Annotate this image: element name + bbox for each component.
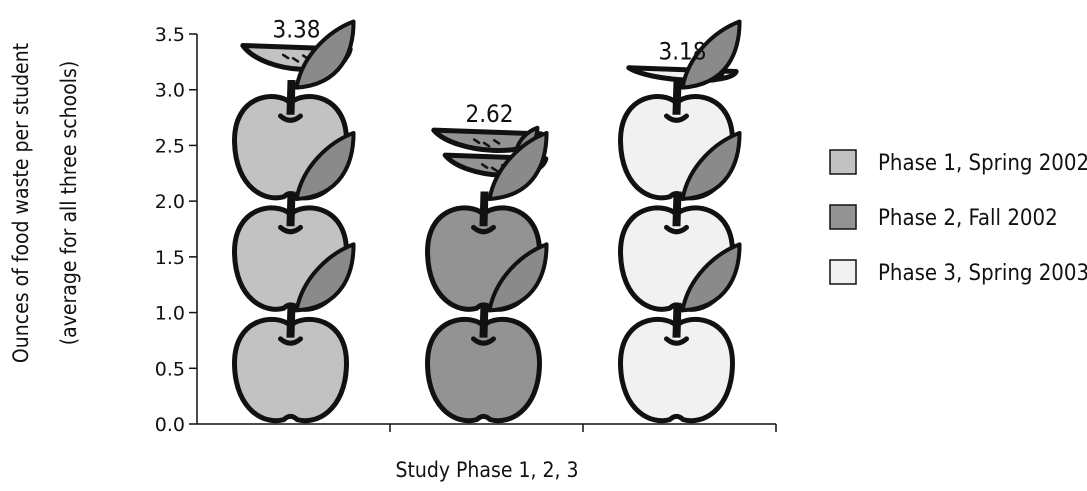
legend-label: Phase 2, Fall 2002 [878,206,1058,231]
value-label: 3.38 [272,15,320,43]
y-tick-label: 3.5 [155,24,185,46]
apple-icon [232,242,356,424]
y-tick-label: 0.0 [155,414,185,436]
y-tick-label: 0.5 [155,358,185,380]
legend-swatch [829,204,857,230]
y-axis-title-line1: Ounces of food waste per student [9,43,33,363]
y-ticks: 0.0 0.5 1.0 1.5 2.0 2.5 3.0 3.5 [155,24,197,436]
apple-icon [425,242,549,424]
y-axis-title-line2: (average for all three schools) [57,61,81,345]
y-tick-label: 2.5 [155,135,185,157]
legend-swatch [829,259,857,285]
y-tick-label: 1.5 [155,247,185,269]
y-tick-label: 3.0 [155,80,185,102]
apple-bars-layer [232,19,742,424]
value-labels: 3.38 2.62 3.18 [272,15,706,128]
legend-item: Phase 3, Spring 2003 [829,259,1087,286]
apple-icon [232,130,356,312]
apple-bar [232,19,356,424]
legend-label: Phase 3, Spring 2003 [878,261,1087,286]
axes-layer [196,34,777,432]
legend-swatch [829,149,857,175]
value-label: 2.62 [465,100,513,128]
value-label: 3.18 [658,38,706,66]
y-tick-label: 2.0 [155,191,185,213]
legend-item: Phase 1, Spring 2002 [829,149,1087,176]
apple-bar [618,19,742,424]
y-tick-label: 1.0 [155,303,185,325]
legend-item: Phase 2, Fall 2002 [829,204,1058,231]
legend-label: Phase 1, Spring 2002 [878,151,1087,176]
x-axis-title: Study Phase 1, 2, 3 [395,458,578,482]
apple-icon [618,242,742,424]
apple-bar [425,125,549,424]
